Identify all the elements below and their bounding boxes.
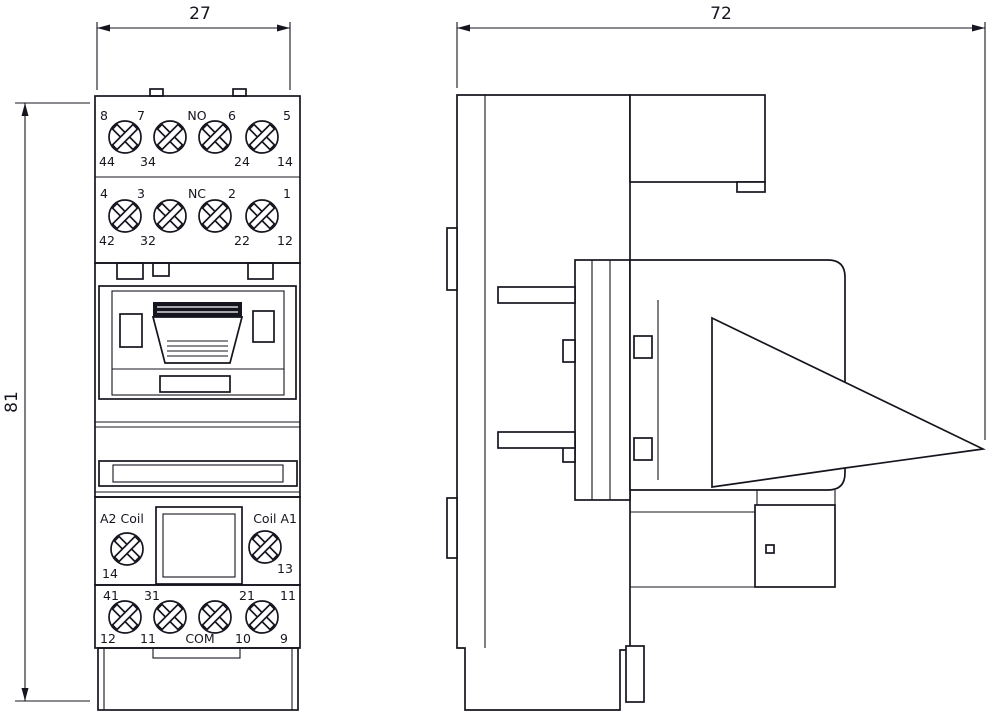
screw-terminal bbox=[245, 120, 279, 154]
terminal-label: NO bbox=[187, 108, 206, 123]
terminal-label: NC bbox=[188, 186, 206, 201]
rail-lug bbox=[446, 227, 458, 291]
terminal-label: 8 bbox=[100, 108, 108, 123]
relay-pin-lower bbox=[497, 431, 576, 449]
terminal-label: 5 bbox=[283, 108, 291, 123]
terminal-label: 34 bbox=[140, 154, 156, 169]
relay-pin-upper bbox=[497, 286, 576, 304]
relay-top-block bbox=[629, 94, 766, 183]
terminal-label: 1 bbox=[283, 186, 291, 201]
screw-terminal bbox=[245, 199, 279, 233]
retainer-section bbox=[94, 262, 301, 498]
terminal-label: 24 bbox=[234, 154, 250, 169]
terminal-label: 21 bbox=[239, 588, 255, 603]
arrowhead-icon bbox=[277, 24, 290, 32]
arrowhead-icon bbox=[21, 688, 29, 701]
terminal-label: 9 bbox=[280, 631, 288, 646]
screw-terminal bbox=[198, 120, 232, 154]
screw-terminal bbox=[108, 600, 142, 634]
terminal-label: 44 bbox=[99, 154, 115, 169]
screw-terminal bbox=[110, 532, 144, 566]
terminal-label: COM bbox=[185, 631, 214, 646]
terminal-label: 11 bbox=[140, 631, 156, 646]
rail-lug bbox=[446, 497, 458, 559]
screw-terminal bbox=[248, 530, 282, 564]
terminal-label: 10 bbox=[235, 631, 251, 646]
terminal-label: 14 bbox=[102, 566, 118, 581]
terminal-label: 42 bbox=[99, 233, 115, 248]
terminal-label: 22 bbox=[234, 233, 250, 248]
relay-retainer-clip bbox=[95, 262, 300, 493]
screw-terminal bbox=[153, 120, 187, 154]
side-depth-dimension: 72 bbox=[456, 4, 986, 440]
terminal-label: 12 bbox=[100, 631, 116, 646]
lower-block bbox=[754, 504, 836, 588]
screw-terminal bbox=[153, 600, 187, 634]
side-depth-value: 72 bbox=[710, 4, 732, 24]
terminal-label: 4 bbox=[100, 186, 108, 201]
arrowhead-icon bbox=[972, 24, 985, 32]
coil-window bbox=[155, 506, 243, 585]
terminal-label: 11 bbox=[280, 588, 296, 603]
arrowhead-icon bbox=[97, 24, 110, 32]
terminal-label: 2 bbox=[228, 186, 236, 201]
front-height-dimension: 81 bbox=[2, 102, 90, 702]
front-view: 8 7 NO 6 5 44 34 24 14 4 3 NC 2 1 42 32 … bbox=[94, 88, 301, 711]
coil-label-left: A2 Coil bbox=[100, 511, 144, 526]
test-lever bbox=[711, 316, 986, 488]
arrowhead-icon bbox=[21, 103, 29, 116]
clip-grip bbox=[153, 302, 242, 317]
terminal-label: 6 bbox=[228, 108, 236, 123]
coil-section: A2 Coil Coil A1 14 13 bbox=[100, 506, 297, 585]
screw-terminal bbox=[198, 600, 232, 634]
terminal-label: 13 bbox=[277, 561, 293, 576]
terminal-label: 12 bbox=[277, 233, 293, 248]
terminal-label: 31 bbox=[144, 588, 160, 603]
com-row: 41 31 21 11 12 11 COM 10 9 bbox=[100, 588, 296, 646]
front-height-value: 81 bbox=[2, 391, 22, 413]
screw-terminal bbox=[108, 199, 142, 233]
front-width-value: 27 bbox=[189, 4, 211, 24]
screw-terminal bbox=[245, 600, 279, 634]
terminal-label: 32 bbox=[140, 233, 156, 248]
side-view bbox=[446, 94, 986, 711]
screw-terminal bbox=[108, 120, 142, 154]
din-foot-flange bbox=[625, 645, 645, 703]
mounting-base bbox=[97, 647, 299, 711]
terminal-label: 3 bbox=[137, 186, 145, 201]
terminal-label: 14 bbox=[277, 154, 293, 169]
coil-label-right: Coil A1 bbox=[253, 511, 297, 526]
screw-terminal bbox=[153, 199, 187, 233]
arrowhead-icon bbox=[457, 24, 470, 32]
screw-terminal bbox=[198, 199, 232, 233]
terminal-label: 7 bbox=[137, 108, 145, 123]
terminal-label: 41 bbox=[103, 588, 119, 603]
front-width-dimension: 27 bbox=[96, 4, 291, 90]
contact-column bbox=[574, 259, 631, 501]
